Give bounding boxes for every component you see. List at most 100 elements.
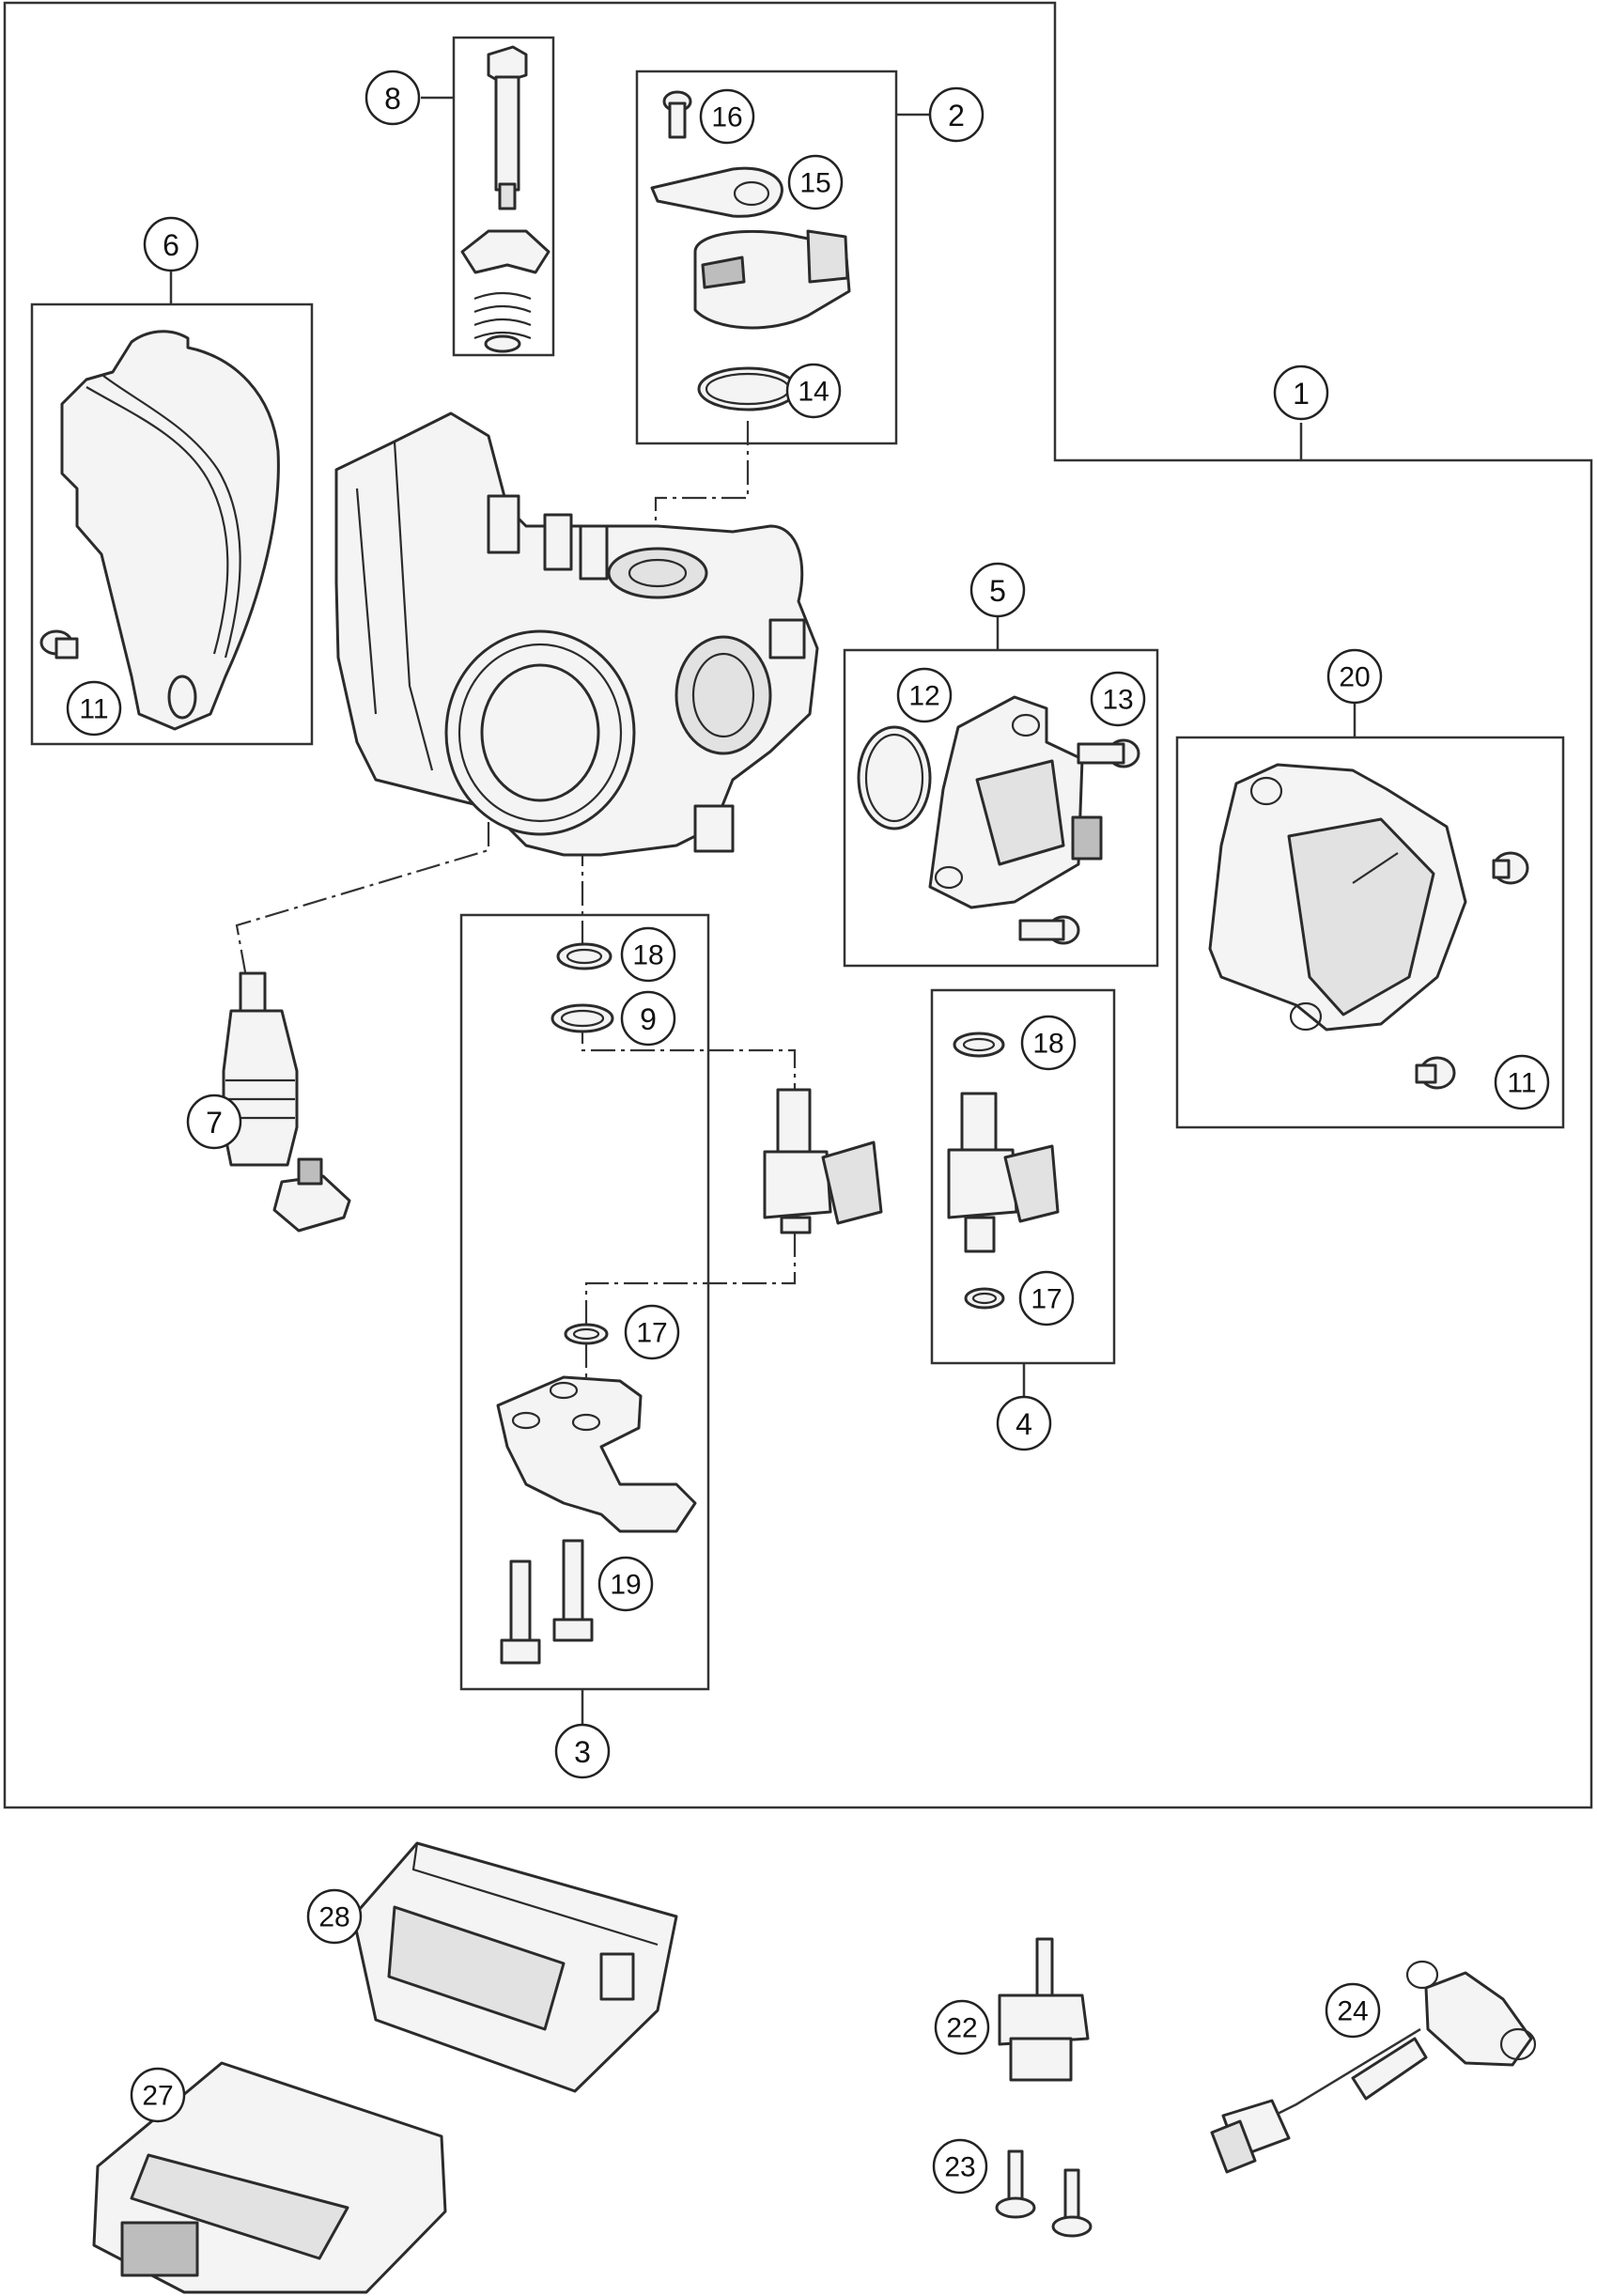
callout-c23: 23	[932, 2138, 988, 2195]
callout-circle	[624, 1304, 680, 1360]
callout-circle	[554, 1723, 611, 1779]
callout-label: 1	[1293, 377, 1310, 411]
callout-c7: 7	[186, 1094, 242, 1150]
screw-11-cover20-bottom	[1415, 1056, 1456, 1090]
callout-c16: 16	[699, 88, 755, 145]
assembly-1-outline	[3, 1, 1593, 1809]
callout-circle	[787, 154, 844, 210]
screw-23b	[1051, 2168, 1093, 2238]
callout-label: 13	[1102, 685, 1133, 716]
injector-group3	[763, 1088, 883, 1234]
callout-circle	[1494, 1054, 1550, 1110]
screw-13a	[1077, 738, 1140, 768]
callout-c28: 28	[306, 1888, 363, 1945]
callout-circle	[1090, 671, 1146, 727]
callout-c11b: 11	[1494, 1054, 1550, 1110]
callout-label: 11	[1507, 1068, 1536, 1099]
callout-label: 17	[1031, 1284, 1062, 1315]
box-group-8	[452, 36, 555, 357]
o-ring-14	[697, 366, 798, 411]
callout-circle	[66, 680, 122, 737]
throttle-cover-6	[60, 330, 280, 731]
leader-9-to-injector	[581, 1019, 797, 1090]
o-ring-18-group4	[953, 1032, 1005, 1058]
callout-label: 18	[1032, 1029, 1063, 1060]
callout-circle	[1325, 1982, 1381, 2039]
callout-c12: 12	[896, 667, 953, 723]
box-group-5	[843, 648, 1159, 968]
callout-label: 6	[163, 228, 179, 262]
callout-c17b: 17	[624, 1304, 680, 1360]
callout-label: 8	[384, 82, 401, 116]
throttle-body	[334, 411, 819, 857]
sensor-cover-20	[1208, 763, 1467, 1032]
callout-circle	[143, 216, 199, 272]
box-group-20	[1175, 736, 1565, 1129]
callout-circle	[928, 86, 985, 143]
sensor-22	[998, 1937, 1090, 2082]
callout-c17a: 17	[1018, 1270, 1075, 1326]
callout-label: 22	[946, 2013, 977, 2044]
o-ring-18-group3	[556, 942, 612, 970]
callout-circle	[1020, 1015, 1077, 1071]
callout-circle	[130, 2067, 186, 2123]
callout-label: 16	[711, 102, 742, 133]
screw-11-cover	[39, 629, 79, 659]
callout-c14: 14	[785, 363, 842, 419]
idle-valve-7	[222, 971, 351, 1233]
callout-c18a: 18	[620, 926, 676, 983]
callout-circle	[597, 1556, 654, 1612]
callout-c19: 19	[597, 1556, 654, 1612]
callout-label: 24	[1337, 1996, 1368, 2027]
callout-circle	[996, 1395, 1052, 1451]
fuel-rail	[496, 1375, 697, 1533]
callout-c27: 27	[130, 2067, 186, 2123]
ecu-27	[92, 2061, 447, 2294]
callout-circle	[969, 562, 1026, 618]
screw-19b	[552, 1539, 594, 1642]
ecu-28	[351, 1841, 678, 2093]
callout-c2: 2	[928, 86, 985, 143]
callout-label: 23	[944, 2152, 975, 2183]
callout-label: 11	[79, 694, 108, 725]
callout-circle	[1326, 648, 1383, 705]
callout-label: 5	[989, 574, 1006, 608]
seal-9	[550, 1003, 614, 1033]
screw-13b	[1018, 915, 1080, 945]
idle-adjust-screw-8	[460, 45, 550, 353]
leader-injector-to-17	[584, 1233, 797, 1325]
callout-circle	[785, 363, 842, 419]
callout-label: 15	[799, 168, 830, 199]
callout-c8: 8	[364, 70, 421, 126]
callout-circle	[932, 2138, 988, 2195]
tps-sensor	[693, 229, 851, 330]
callout-circle	[306, 1888, 363, 1945]
callout-circle	[364, 70, 421, 126]
callout-c6: 6	[143, 216, 199, 272]
callout-circle	[699, 88, 755, 145]
callout-label: 28	[318, 1902, 349, 1933]
callout-label: 9	[640, 1002, 657, 1036]
callout-circle	[896, 667, 953, 723]
o-ring-17-group4	[964, 1287, 1005, 1310]
callout-c22: 22	[934, 1999, 990, 2056]
callout-c18b: 18	[1020, 1015, 1077, 1071]
callout-c4: 4	[996, 1395, 1052, 1451]
screw-16	[662, 90, 692, 139]
o-ring-12	[857, 725, 932, 830]
screw-19a	[500, 1559, 541, 1665]
callout-label: 20	[1339, 662, 1370, 693]
callout-circle	[934, 1999, 990, 2056]
callout-c3: 3	[554, 1723, 611, 1779]
callout-label: 12	[908, 681, 939, 712]
o-ring-17-group3	[564, 1323, 609, 1345]
callout-c9: 9	[620, 990, 676, 1047]
screw-11-cover20-top	[1492, 851, 1529, 885]
callout-label: 7	[206, 1106, 223, 1140]
box-group-2	[635, 70, 898, 445]
callout-circle	[1273, 365, 1329, 421]
screw-23a	[995, 2149, 1036, 2219]
callout-circle	[620, 990, 676, 1047]
